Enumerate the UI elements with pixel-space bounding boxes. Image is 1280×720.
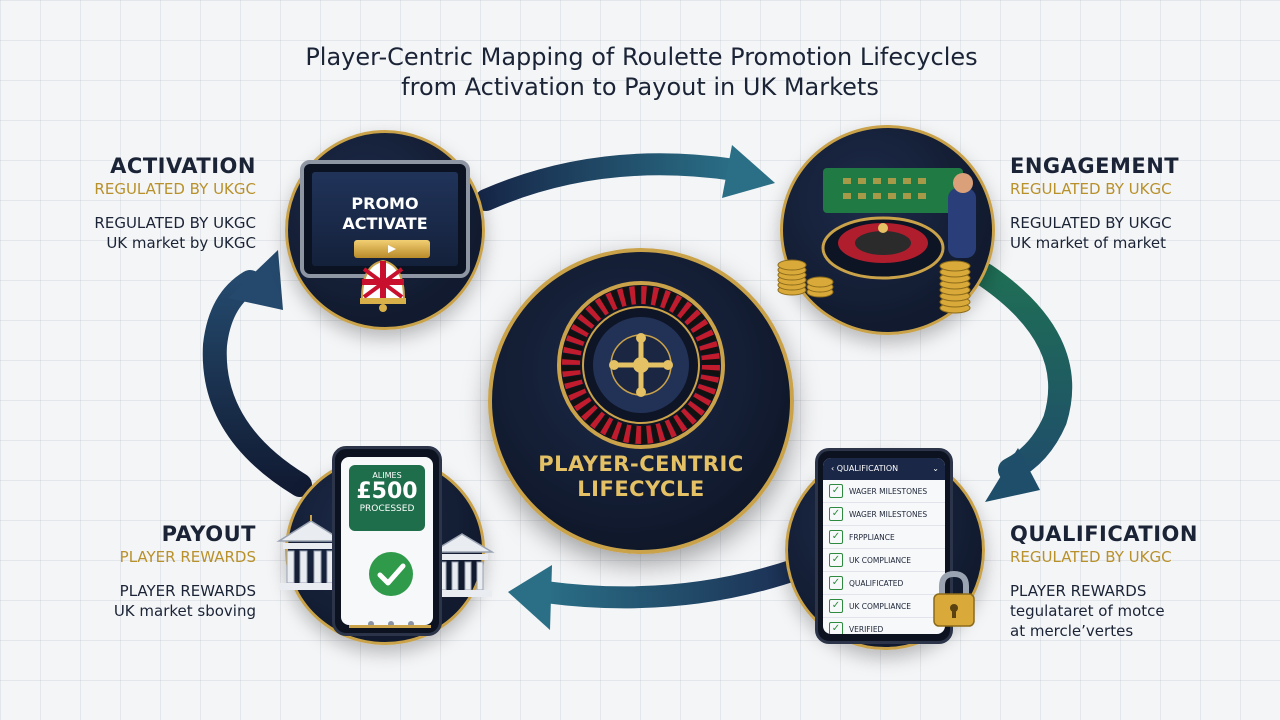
engagement-heading: ENGAGEMENT (1010, 154, 1180, 178)
check-icon: ✓ (829, 530, 843, 544)
center-title-line-1: PLAYER-CENTRIC (538, 452, 744, 476)
back-chevron-icon[interactable]: ‹ (831, 464, 835, 473)
engagement-subheading: REGULATED BY UKGC (1010, 180, 1172, 198)
payout-heading: PAYOUT (161, 522, 256, 546)
arrow-top-head (722, 145, 775, 198)
activation-desc-2: UK market by UKGC (106, 234, 256, 252)
check-icon: ✓ (829, 484, 843, 498)
payout-card-label: ALIMES (372, 471, 402, 480)
promo-activate-text: ACTIVATE (342, 214, 428, 233)
coin-stack-icon (777, 259, 834, 298)
checklist-item[interactable]: ✓FRPPLIANCE (823, 526, 945, 549)
qualification-header-label: QUALIFICATION (836, 464, 899, 473)
payout-status: PROCESSED (359, 504, 415, 514)
arrow-right-head (985, 448, 1040, 502)
qualification-header: ‹ QUALIFICATION ⌄ (823, 458, 945, 480)
qualification-heading: QUALIFICATION (1010, 522, 1198, 546)
payout-subheading: PLAYER REWARDS (119, 548, 256, 566)
qualification-desc-2: tegulataret of motce (1010, 602, 1165, 620)
checklist-item[interactable]: ✓WAGER MILESTONES (823, 480, 945, 503)
payout-desc-1: PLAYER REWARDS (119, 582, 256, 600)
arrow-top (475, 153, 746, 211)
check-icon: ✓ (829, 576, 843, 590)
roulette-wheel-icon (557, 281, 725, 449)
engagement-desc-1: REGULATED BY UKGC (1010, 214, 1172, 232)
qualification-desc-3: at mercle’vertes (1010, 622, 1134, 640)
engagement-desc-2: UK market of market (1010, 234, 1167, 252)
arrow-bottom-head (508, 565, 552, 630)
checkmark-icon (369, 552, 413, 596)
check-icon: ✓ (829, 507, 843, 521)
chevron-down-icon[interactable]: ⌄ (932, 464, 939, 473)
arrow-left-head (228, 250, 283, 310)
promo-tablet: PROMO ACTIVATE (300, 160, 470, 278)
payout-label: PAYOUT PLAYER REWARDS PLAYER REWARDS UK … (114, 522, 256, 620)
checklist-item[interactable]: ✓QUALIFICATED (823, 572, 945, 595)
qualification-phone: ‹ QUALIFICATION ⌄ ✓WAGER MILESTONES ✓WAG… (815, 448, 953, 644)
activation-heading: ACTIVATION (110, 154, 256, 178)
payout-desc-2: UK market sboving (113, 602, 256, 620)
title-line-1: Player-Centric Mapping of Roulette Promo… (305, 43, 978, 71)
play-icon (388, 245, 396, 253)
roulette-table-scene (821, 168, 976, 280)
checklist-item[interactable]: ✓UK COMPLIANCE (823, 595, 945, 618)
activate-button[interactable] (354, 240, 430, 258)
padlock-icon (933, 570, 975, 627)
bank-building-icon (429, 533, 495, 597)
activation-label: ACTIVATION REGULATED BY UKGC REGULATED B… (94, 154, 256, 252)
payout-phone: ALIMES £500 PROCESSED (332, 446, 442, 636)
check-icon: ✓ (829, 599, 843, 613)
activation-desc-1: REGULATED BY UKGC (94, 214, 256, 232)
center-title: PLAYER-CENTRIC LIFECYCLE (488, 452, 794, 502)
union-jack-bell-icon (360, 259, 406, 312)
pagination-dots (363, 613, 419, 627)
coin-stack-icon (939, 260, 971, 314)
bank-building-icon (276, 515, 346, 590)
checklist-item[interactable]: ✓WAGER MILESTONES (823, 503, 945, 526)
qualification-label: QUALIFICATION REGULATED BY UKGC PLAYER R… (1010, 522, 1198, 640)
title-line-2: from Activation to Payout in UK Markets (401, 73, 879, 101)
check-icon: ✓ (829, 553, 843, 567)
activation-subheading: REGULATED BY UKGC (94, 180, 256, 198)
qualification-desc-1: PLAYER REWARDS (1010, 582, 1147, 600)
checklist-item[interactable]: ✓VERIFIED (823, 618, 945, 634)
page-title: Player-Centric Mapping of Roulette Promo… (0, 42, 1280, 102)
progress-bar (349, 625, 431, 628)
qualification-subheading: REGULATED BY UKGC (1010, 548, 1172, 566)
engagement-label: ENGAGEMENT REGULATED BY UKGC REGULATED B… (1010, 154, 1179, 252)
arrow-left (202, 270, 312, 497)
check-icon: ✓ (829, 622, 843, 634)
payout-card: ALIMES £500 PROCESSED (349, 465, 425, 531)
checklist-item[interactable]: ✓UK COMPLIANCE (823, 549, 945, 572)
payout-amount: £500 (356, 479, 418, 504)
center-title-line-2: LIFECYCLE (577, 477, 705, 501)
arrow-right (973, 263, 1073, 482)
promo-title: PROMO (351, 194, 419, 213)
arrow-bottom (534, 557, 811, 609)
